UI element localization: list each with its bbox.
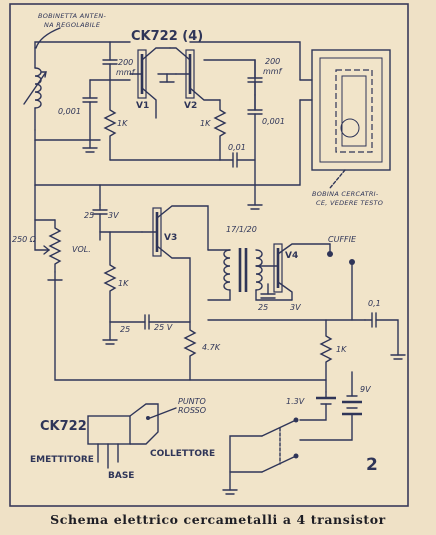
transformer-ratio: 17/1/20 (226, 225, 257, 234)
capacitor-c7 (109, 314, 191, 330)
r3-value: 1K (118, 279, 129, 288)
c4-value: 0,001 (262, 117, 285, 126)
v1-label: V1 (136, 101, 149, 111)
resistor-r5 (319, 319, 333, 393)
transformer (207, 248, 263, 301)
capacitor-c4 (247, 94, 263, 210)
pinout-base: BASE (108, 471, 134, 481)
r4-value: 4.7K (202, 343, 221, 352)
headphones-jack (327, 243, 355, 321)
pot-label: VOL. (72, 245, 91, 254)
capacitor-c8 (260, 283, 276, 299)
transistor-v3 (141, 205, 209, 323)
c6-value: 25 (84, 211, 94, 220)
antenna-coil-label-2: NA REGOLABILE (44, 21, 101, 29)
c1-unit: mmf (116, 68, 136, 77)
capacitor-c1 (102, 41, 118, 81)
capacitor-c9 (364, 312, 406, 360)
capacitor-c6 (92, 204, 108, 233)
capacitor-c3 (82, 79, 98, 153)
double-switch (222, 417, 299, 495)
c7-value: 25 (120, 325, 130, 334)
transistor-pinout (87, 403, 177, 469)
battery-9v (299, 371, 362, 441)
c2-value: 200 (265, 57, 280, 66)
v3-label: V3 (164, 233, 177, 243)
r2-value: 1K (200, 119, 211, 128)
search-coil-label-2: CE, VEDERE TESTO (316, 199, 383, 207)
antenna-coil (23, 47, 47, 131)
c3-value: 0,001 (58, 107, 81, 116)
capacitor-c5 (219, 152, 256, 168)
search-coil (311, 49, 391, 171)
transistor-type-label: CK722 (4) (131, 29, 203, 44)
transistor-v2 (169, 47, 221, 101)
antenna-coil-label: BOBINETTA ANTEN- (38, 12, 107, 20)
capacitor-c2 (247, 59, 263, 96)
search-coil-label: BOBINA CERCATRI- (312, 190, 379, 198)
c2-unit: mmf (263, 67, 283, 76)
c8-value: 25 (258, 303, 268, 312)
pinout-emitter: EMETTITORE (30, 455, 94, 465)
r5-value: 1K (336, 345, 347, 354)
schematic-diagram: BOBINETTA ANTEN- NA REGOLABILE 200 mmf 0… (9, 3, 409, 507)
battery2-label: 9V (360, 385, 371, 394)
c1-value: 200 (118, 58, 133, 67)
headphones-label: CUFFIE (328, 235, 357, 244)
figure-caption: Schema elettrico cercametalli a 4 transi… (50, 512, 386, 527)
r1-value: 1K (117, 119, 128, 128)
transistor-v4 (255, 243, 331, 301)
resistor-r1 (103, 79, 117, 161)
pinout-red-dot: PUNTO (178, 397, 206, 406)
c7-volt: 25 V (154, 323, 173, 332)
pinout-type: CK722 (40, 419, 87, 434)
transistor-v1 (129, 47, 171, 119)
resistor-r4 (183, 321, 197, 381)
c8-volt: 3V (290, 303, 301, 312)
c9-value: 0,1 (368, 299, 381, 308)
pinout-red-dot-2: ROSSO (178, 406, 206, 415)
c6-volt: 3V (108, 211, 119, 220)
v2-label: V2 (184, 101, 197, 111)
pot-value: 250 Ω (12, 235, 37, 244)
battery-1-3v (299, 391, 336, 421)
resistor-r3 (103, 231, 117, 323)
battery1-label: 1.3V (286, 397, 305, 406)
pinout-collector: COLLETTORE (150, 449, 215, 459)
figure-number: 2 (366, 455, 378, 475)
v4-label: V4 (285, 251, 298, 261)
c5-value: 0,01 (228, 143, 246, 152)
